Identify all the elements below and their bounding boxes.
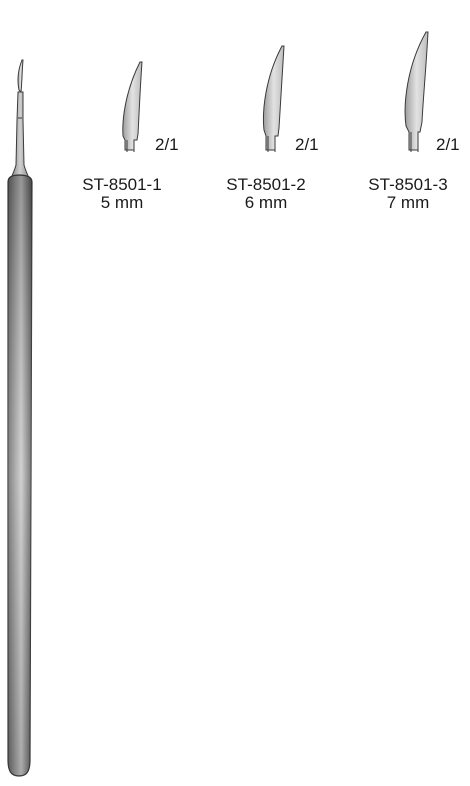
blade-detail-3 — [404, 31, 429, 152]
variant-label-3: ST-8501-3 7 mm — [358, 176, 458, 212]
blade-detail-2 — [262, 45, 285, 152]
variant-label-2: ST-8501-2 6 mm — [216, 176, 316, 212]
scale-label-1: 2/1 — [155, 135, 179, 154]
scale-label-2: 2/1 — [295, 135, 319, 154]
variant-size-2: 6 mm — [244, 193, 288, 212]
scale-label-3: 2/1 — [436, 135, 460, 154]
variant-label-1: ST-8501-1 5 mm — [72, 176, 172, 212]
variant-size-1: 5 mm — [100, 193, 144, 212]
instrument-shank — [9, 91, 31, 181]
variant-code-3: ST-8501-3 — [368, 175, 448, 194]
variant-code-2: ST-8501-2 — [226, 175, 306, 194]
full-instrument — [7, 59, 33, 777]
blade-detail-1 — [122, 61, 143, 152]
instrument-tip — [17, 59, 24, 94]
variant-code-1: ST-8501-1 — [82, 175, 162, 194]
variant-size-3: 7 mm — [386, 193, 430, 212]
